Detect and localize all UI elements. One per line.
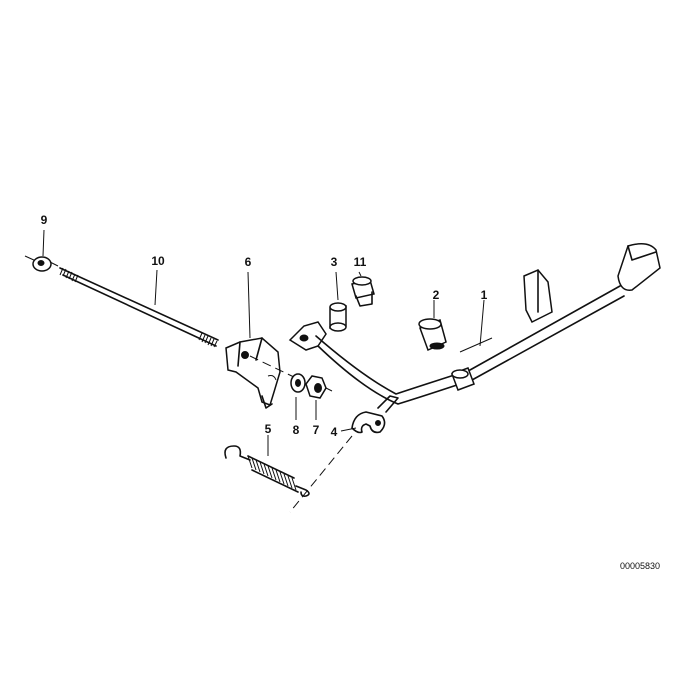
part-3-pin	[329, 302, 347, 332]
callout-2: 2	[433, 288, 440, 302]
callout-10: 10	[151, 254, 165, 268]
callout-6: 6	[245, 255, 252, 269]
part-10-threaded-rod	[59, 267, 219, 348]
leader-9	[42, 229, 45, 257]
part-9-washer	[24, 255, 59, 272]
callout-11: 11	[354, 255, 367, 269]
leader-6	[247, 271, 251, 339]
part-5-spring	[224, 445, 310, 497]
leader-1	[479, 299, 485, 347]
callout-8: 8	[293, 423, 300, 437]
callout-1: 1	[481, 288, 488, 302]
part-7-nut	[305, 375, 333, 399]
axis-line-6-8	[249, 355, 297, 379]
callout-3: 3	[331, 255, 338, 269]
callout-9: 9	[41, 213, 48, 227]
leader-4	[340, 427, 357, 432]
axis-line-4-5	[289, 435, 353, 513]
leader-3	[335, 271, 339, 301]
callout-4: 4	[331, 425, 338, 439]
part-6-bracket	[225, 337, 281, 409]
part-8-washer	[290, 373, 306, 393]
leader-11	[358, 271, 362, 277]
leader-10	[154, 269, 158, 306]
part-1-side-stand	[288, 243, 661, 405]
callout-5: 5	[265, 422, 272, 436]
callout-7: 7	[313, 423, 320, 437]
reference-number: 00005830	[620, 561, 660, 571]
part-11-pin	[351, 276, 375, 307]
part-2-buffer	[418, 318, 447, 352]
part-4-clip	[351, 395, 399, 434]
